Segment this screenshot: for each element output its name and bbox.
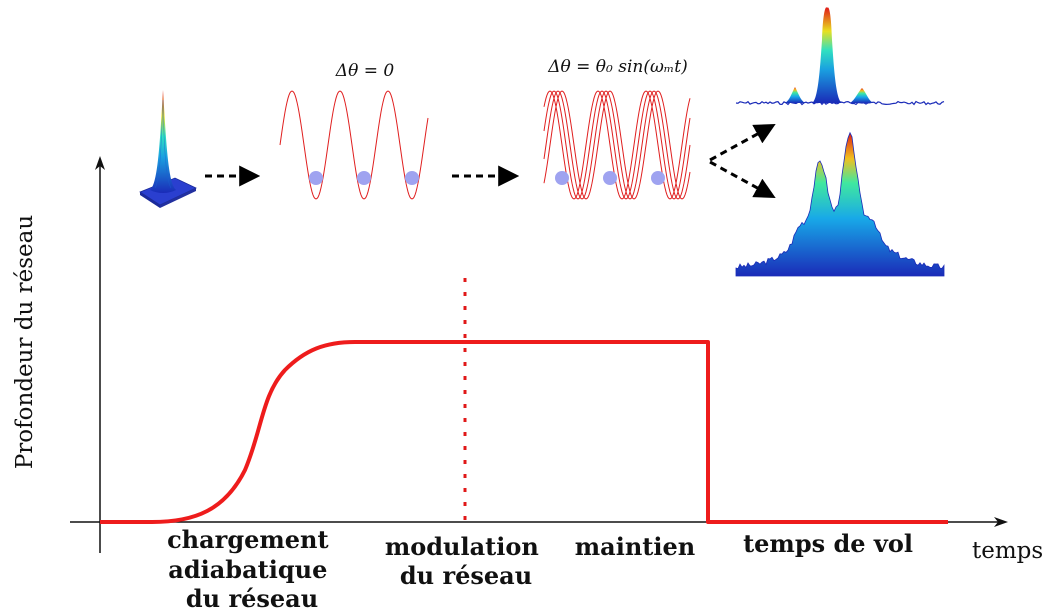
modulated-lattice-icon [543,90,691,200]
x-axis-label: temps [972,538,1043,564]
lattice-depth-curve [100,340,948,524]
y-axis-label: Profondeur du réseau [12,215,38,469]
lattice-wave [543,90,691,200]
arrow-tof-down-icon [709,160,776,199]
atom [405,171,419,185]
x-axis-arrow-icon [994,517,1008,527]
axes [70,156,1008,553]
y-axis-arrow-icon [95,156,105,170]
atom [651,171,665,185]
atom [555,171,569,185]
tof-broad-spectrum-icon [735,131,945,277]
lattice-wave [543,90,691,200]
phase-label-modulation: modulation du réseau [385,532,547,590]
phase-labels: chargement adiabatique du réseau modulat… [167,525,913,613]
lattice-wave [543,90,691,200]
lattice-wave [543,90,691,200]
arrow-tof-up-icon [709,123,776,162]
tof-three-peaks-icon [735,7,945,106]
atom [603,171,617,185]
phase-label-hold: maintien [575,532,695,561]
phase-label-tof: temps de vol [743,529,913,558]
formula-modulated: Δθ = θ₀ sin(ωₘt) [547,57,688,77]
phase-label-loading: chargement adiabatique du réseau [167,525,337,613]
formula-static: Δθ = 0 [335,61,395,81]
initial-cloud-icon [139,90,197,208]
atom [357,171,371,185]
lattice-wave [279,90,429,200]
static-lattice-icon [279,90,429,200]
atom [309,171,323,185]
